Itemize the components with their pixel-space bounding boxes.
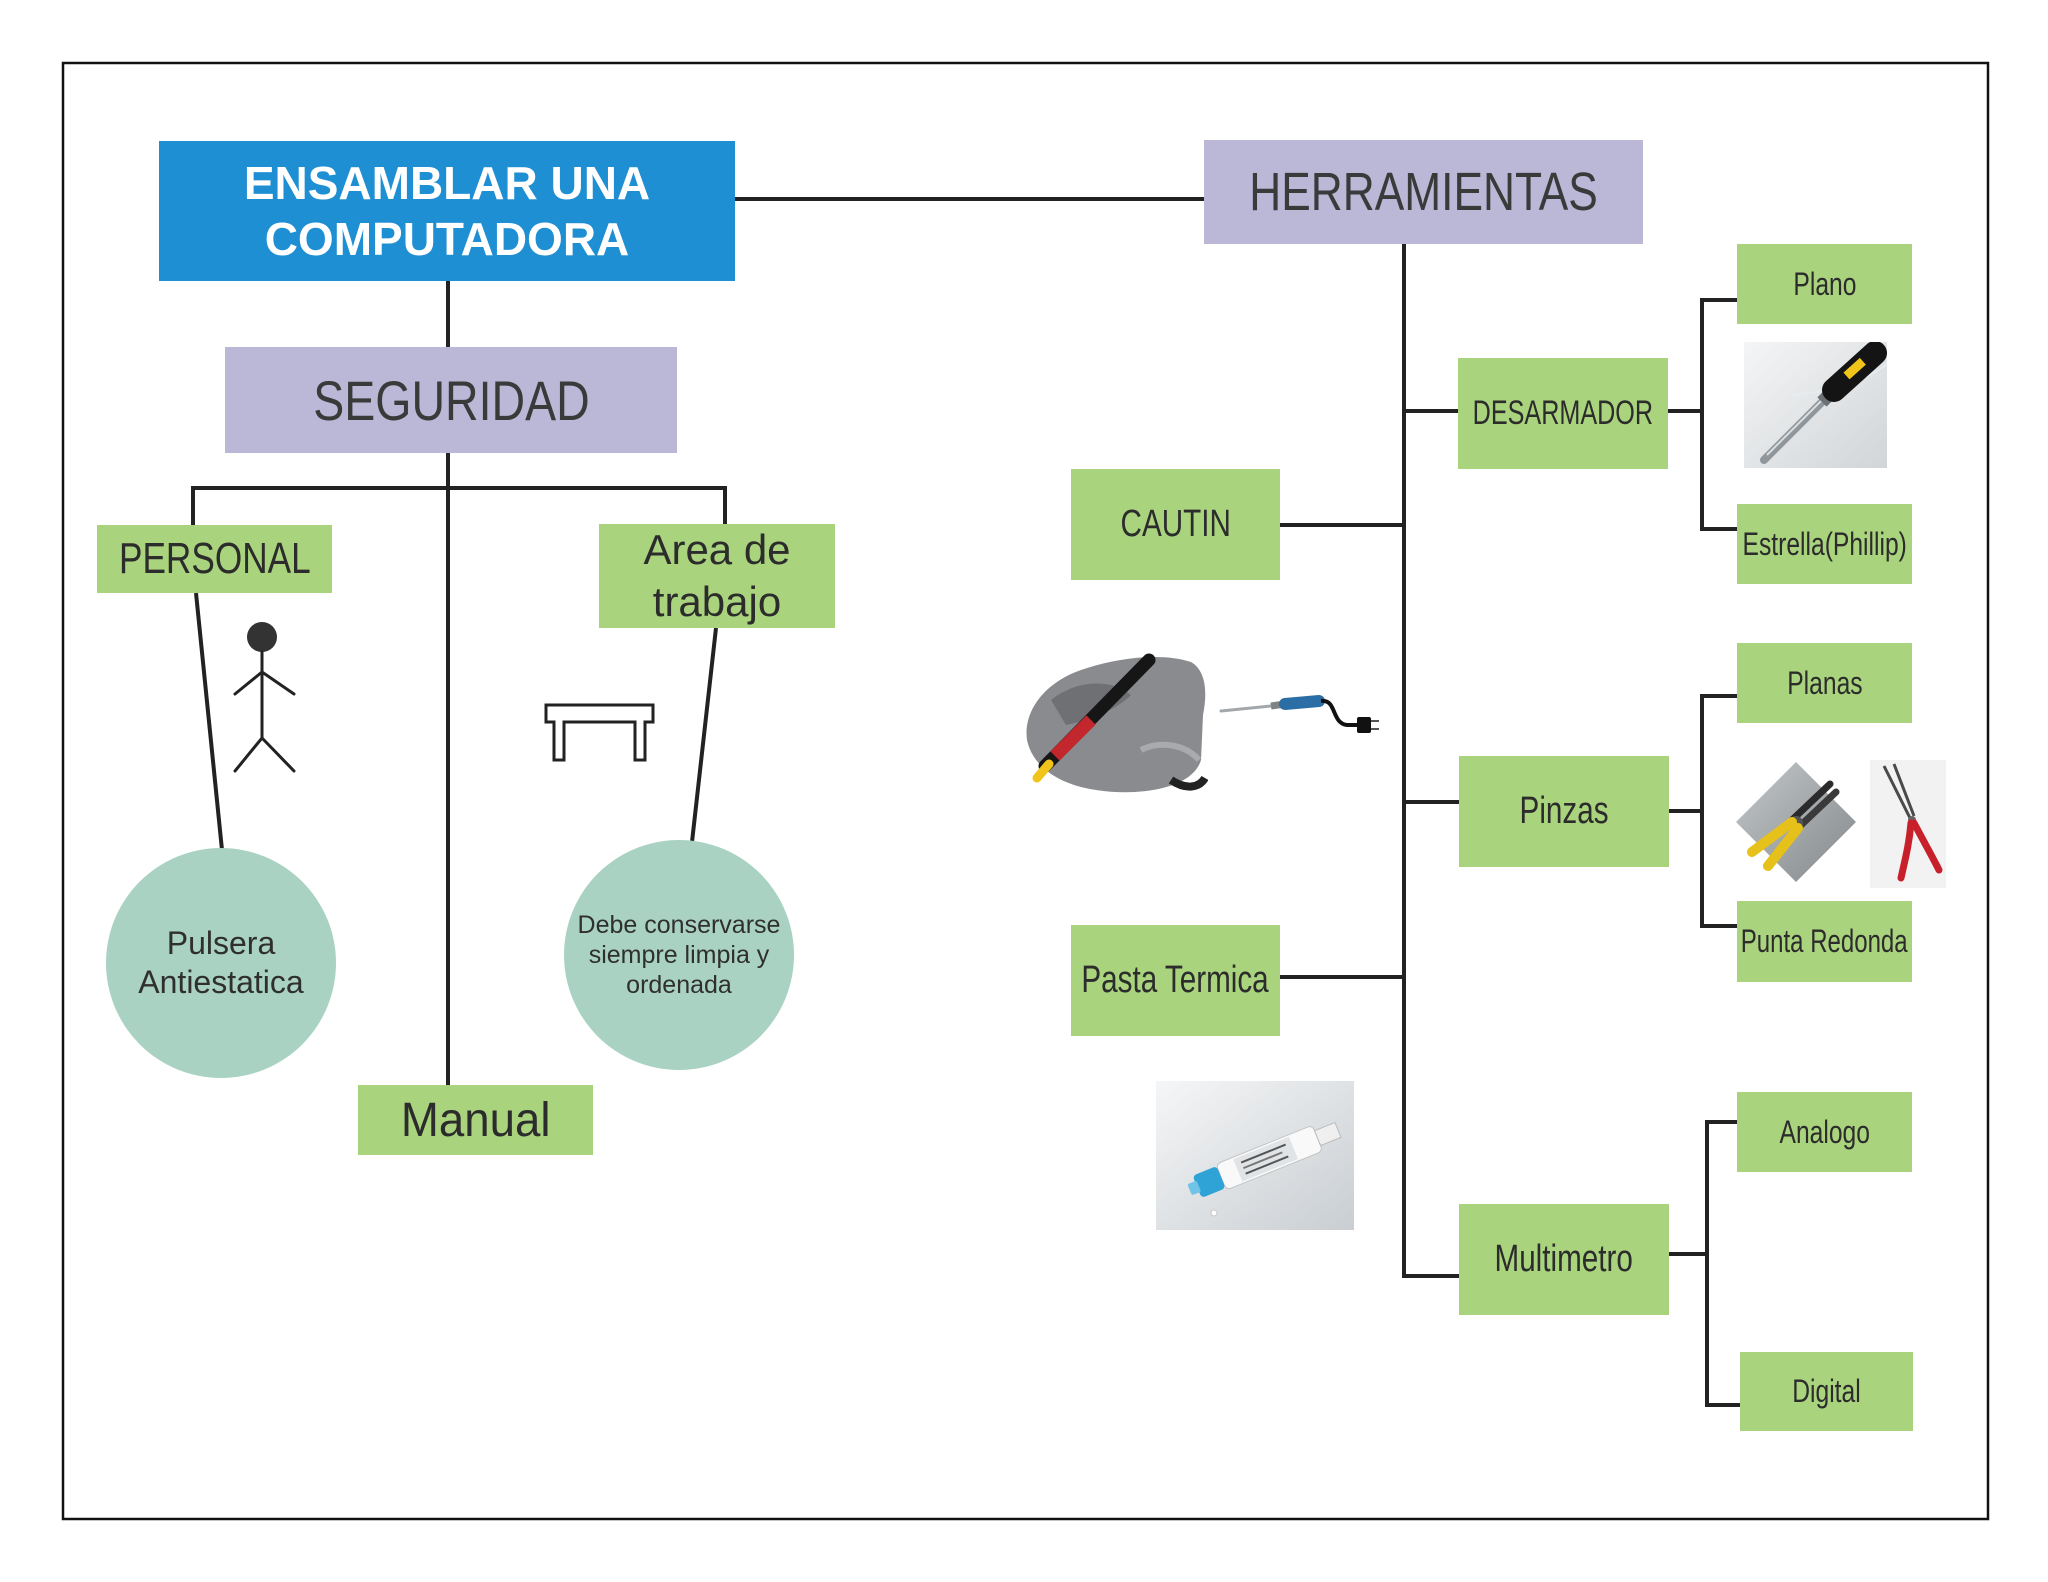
node-multimetro: Multimetro <box>1459 1204 1669 1315</box>
node-root-line-2: COMPUTADORA <box>264 213 630 265</box>
pulsera-line-1: Pulsera <box>166 925 276 961</box>
area-detail-line-2: siempre limpia y <box>588 941 770 969</box>
node-pulsera-antiestatica: Pulsera Antiestatica <box>106 848 336 1078</box>
soldering-iron-glove-image <box>1021 640 1208 797</box>
screwdriver-image <box>1744 342 1887 468</box>
node-plano: Plano <box>1737 244 1912 324</box>
node-analogo-label: Analogo <box>1779 1113 1870 1150</box>
node-multimetro-label: Multimetro <box>1494 1238 1634 1280</box>
frame-border <box>61 61 1990 1521</box>
node-area-detail: Debe conservarse siempre limpia y ordena… <box>564 840 794 1070</box>
node-desarmador: DESARMADOR <box>1458 358 1668 469</box>
node-personal-label: PERSONAL <box>118 534 311 583</box>
node-digital: Digital <box>1740 1352 1913 1431</box>
node-seguridad: SEGURIDAD <box>225 347 677 453</box>
node-pasta-termica-label: Pasta Termica <box>1081 959 1270 1001</box>
person-icon <box>233 622 296 773</box>
node-pinzas: Pinzas <box>1459 756 1669 867</box>
node-planas-label: Planas <box>1786 664 1863 701</box>
node-punta-redonda-label: Punta Redonda <box>1741 923 1908 959</box>
node-plano-label: Plano <box>1792 265 1857 302</box>
node-root: ENSAMBLAR UNA COMPUTADORA <box>159 141 735 281</box>
pliers-image <box>1734 760 1946 888</box>
node-digital-label: Digital <box>1792 1373 1861 1409</box>
node-punta-redonda: Punta Redonda <box>1737 901 1912 982</box>
node-herramientas: HERRAMIENTAS <box>1204 140 1643 244</box>
node-area-trabajo: Area de trabajo <box>599 524 835 628</box>
node-herramientas-label: HERRAMIENTAS <box>1249 162 1598 222</box>
node-estrella: Estrella(Phillip) <box>1737 504 1912 584</box>
desk-icon <box>544 703 655 762</box>
soldering-iron-image <box>1219 679 1382 744</box>
connector-area-detail <box>690 627 718 843</box>
pulsera-line-2: Antiestatica <box>138 964 304 1000</box>
node-seguridad-label: SEGURIDAD <box>312 368 590 432</box>
node-personal: PERSONAL <box>97 525 332 593</box>
node-manual: Manual <box>358 1085 593 1155</box>
node-pinzas-label: Pinzas <box>1519 790 1609 832</box>
connector-personal-detail <box>194 592 224 851</box>
node-area-trabajo-line-1: Area de <box>643 526 791 573</box>
node-estrella-label: Estrella(Phillip) <box>1742 525 1907 562</box>
node-analogo: Analogo <box>1737 1092 1912 1172</box>
node-area-trabajo-line-2: trabajo <box>652 578 782 625</box>
node-planas: Planas <box>1737 643 1912 723</box>
area-detail-line-3: ordenada <box>626 971 732 999</box>
node-desarmador-label: DESARMADOR <box>1472 394 1654 432</box>
node-pasta-termica: Pasta Termica <box>1071 925 1280 1036</box>
node-cautin: CAUTIN <box>1071 469 1280 580</box>
area-detail-line-1: Debe conservarse <box>577 911 781 939</box>
node-root-line-1: ENSAMBLAR UNA <box>243 157 651 209</box>
node-cautin-label: CAUTIN <box>1120 503 1231 545</box>
thermal-paste-image <box>1156 1081 1354 1230</box>
node-manual-label: Manual <box>400 1093 551 1147</box>
